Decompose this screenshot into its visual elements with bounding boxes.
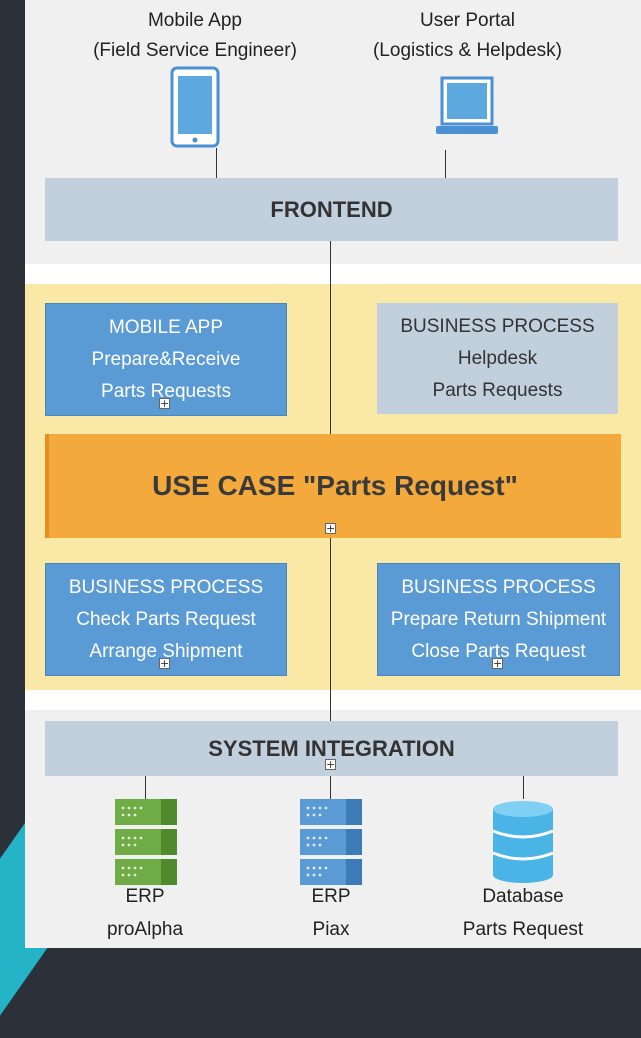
server-icon [300, 799, 362, 885]
helpdesk-box-line2: Helpdesk [457, 347, 538, 369]
tablet-connector [216, 148, 217, 178]
laptop-connector [445, 150, 446, 178]
top-separator [25, 264, 641, 284]
expand-icon[interactable]: + [492, 657, 503, 670]
use-case-box: USE CASE "Parts Request" [45, 434, 621, 538]
database-type: Database [482, 886, 564, 907]
expand-icon[interactable]: + [325, 758, 336, 771]
portal-device-caption: User Portal (Logistics & Helpdesk) [345, 6, 590, 66]
database-name: Parts Request [462, 919, 584, 940]
mobile-app-title: Mobile App [147, 10, 242, 31]
erp-proalpha-label: ERP proAlpha [70, 882, 220, 945]
erp2-name: Piax [312, 919, 350, 940]
return-box-line3: Close Parts Request [411, 640, 586, 662]
database-label: Database Parts Request [438, 882, 608, 945]
mobile-app-box-line3: Parts Requests [101, 380, 231, 402]
mobile-app-box: MOBILE APP Prepare&Receive Parts Request… [45, 303, 287, 416]
erp1-connector [145, 776, 146, 799]
check-box-line1: BUSINESS PROCESS [68, 576, 264, 598]
erp2-connector [330, 776, 331, 799]
server-icon [115, 799, 177, 885]
database-icon [491, 799, 555, 885]
user-portal-role: (Logistics & Helpdesk) [372, 40, 563, 61]
tablet-icon [170, 66, 220, 148]
expand-icon[interactable]: + [159, 657, 170, 670]
laptop-icon [434, 74, 500, 138]
return-box-line2: Prepare Return Shipment [390, 608, 607, 630]
helpdesk-box-line3: Parts Requests [432, 379, 563, 401]
frontend-label: FRONTEND [270, 196, 393, 222]
erp2-type: ERP [311, 886, 351, 907]
return-shipment-box: BUSINESS PROCESS Prepare Return Shipment… [377, 563, 620, 676]
mobile-app-box-line2: Prepare&Receive [91, 348, 241, 370]
architecture-diagram: Mobile App (Field Service Engineer) User… [25, 0, 641, 948]
helpdesk-box-line1: BUSINESS PROCESS [400, 315, 595, 337]
use-case-label: USE CASE "Parts Request" [152, 470, 518, 501]
mobile-device-caption: Mobile App (Field Service Engineer) [60, 6, 330, 66]
check-box-line3: Arrange Shipment [89, 640, 243, 662]
expand-icon[interactable]: + [325, 522, 336, 535]
return-box-line1: BUSINESS PROCESS [401, 576, 596, 598]
mobile-app-box-line1: MOBILE APP [108, 316, 224, 338]
expand-icon[interactable]: + [159, 397, 170, 410]
erp1-name: proAlpha [106, 919, 184, 940]
mobile-app-role: (Field Service Engineer) [93, 40, 297, 61]
database-connector [523, 776, 524, 799]
system-integration-label: SYSTEM INTEGRATION [208, 735, 455, 761]
helpdesk-process-box: BUSINESS PROCESS Helpdesk Parts Requests [377, 303, 618, 414]
bottom-separator [25, 690, 641, 710]
erp-piax-label: ERP Piax [256, 882, 406, 945]
frontend-bar: FRONTEND [45, 178, 618, 241]
erp1-type: ERP [125, 886, 165, 907]
check-box-line2: Check Parts Request [76, 608, 256, 630]
check-request-box: BUSINESS PROCESS Check Parts Request Arr… [45, 563, 287, 676]
user-portal-title: User Portal [419, 10, 516, 31]
